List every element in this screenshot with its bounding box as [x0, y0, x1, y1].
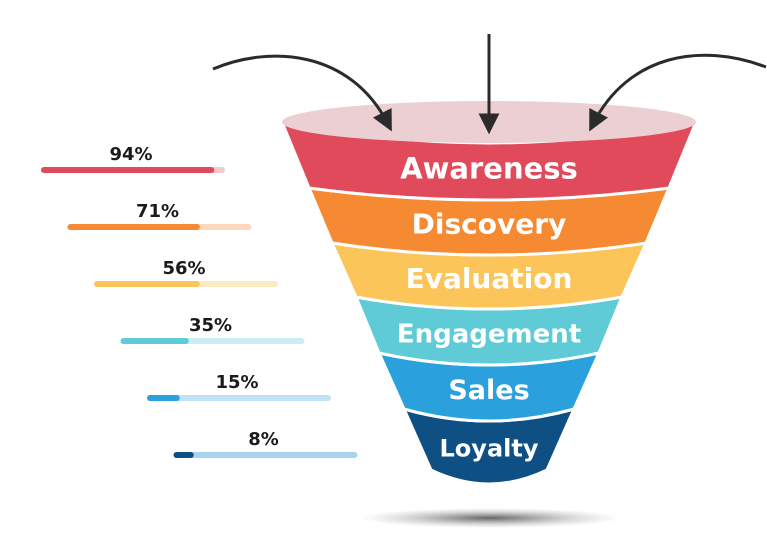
arrow-left-icon [212, 54, 392, 132]
funnel-label-evaluation: Evaluation [406, 262, 573, 295]
incoming-arrows [212, 34, 767, 135]
funnel-label-discovery: Discovery [412, 208, 567, 241]
progress-percent-evaluation: 56% [162, 258, 205, 279]
funnel-label-awareness: Awareness [400, 152, 578, 186]
funnel-label-engagement: Engagement [397, 320, 581, 350]
funnel-layers: AwarenessDiscoveryEvaluationEngagementSa… [280, 120, 698, 486]
progress-percent-loyalty: 8% [248, 429, 279, 450]
progress-indicators: 94% 71% 56% 35% 15% 8% [41, 144, 358, 458]
funnel-label-sales: Sales [448, 375, 529, 406]
funnel-shadow [360, 508, 620, 528]
progress-percent-engagement: 35% [189, 315, 232, 336]
funnel-label-loyalty: Loyalty [440, 434, 539, 462]
progress-percent-sales: 15% [215, 372, 258, 393]
arrow-right-icon [589, 53, 767, 132]
progress-percent-discovery: 71% [136, 201, 179, 222]
progress-percent-awareness: 94% [109, 144, 152, 165]
